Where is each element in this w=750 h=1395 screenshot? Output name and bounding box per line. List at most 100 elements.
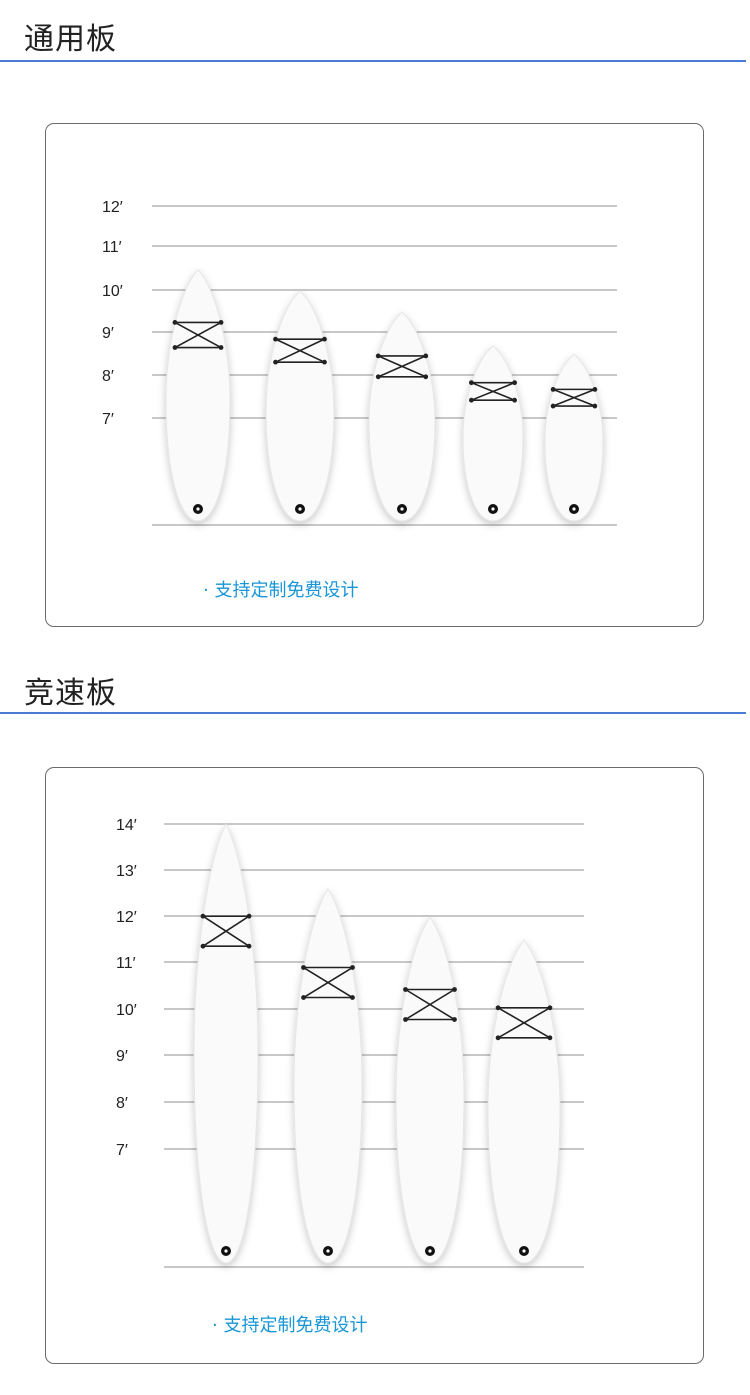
racing-board-size-chart: 14′ 13′ 12′ 11′ 10′ 9′ 8′ 7′: [116, 817, 584, 1268]
tick-label: 12′: [102, 199, 123, 216]
cross-strap: [202, 915, 250, 947]
cross-strap: [497, 1007, 551, 1039]
tick-label: 8′: [102, 368, 114, 385]
strap-anchor: [423, 374, 429, 380]
leash-plug-center: [298, 507, 302, 511]
strap-anchor: [200, 913, 206, 919]
strap-anchor: [423, 353, 429, 359]
tick-label: 7′: [102, 411, 114, 428]
leash-plug-center: [400, 507, 404, 511]
tick-label: 10′: [116, 1002, 137, 1019]
strap-anchor: [550, 403, 556, 409]
strap-anchor: [322, 336, 327, 342]
tick-label: 7′: [116, 1142, 128, 1159]
cross-strap: [471, 381, 515, 401]
general-board-panel: 12′ 11′ 10′ 9′ 8′ 7′ · 支持定制免费设计: [45, 123, 704, 627]
strap-anchor: [452, 987, 457, 992]
strap-anchor: [452, 1017, 457, 1022]
cross-strap: [275, 338, 325, 363]
general-board-size-chart: 12′ 11′ 10′ 9′ 8′ 7′: [102, 199, 617, 526]
leash-plug-center: [224, 1249, 228, 1253]
strap-anchor: [403, 1017, 408, 1022]
leash-plug-center: [326, 1249, 330, 1253]
strap-anchor: [301, 995, 306, 1000]
strap-anchor: [246, 943, 252, 949]
cross-strap: [405, 988, 455, 1021]
strap-line: [552, 388, 596, 407]
strap-anchor: [172, 345, 178, 350]
strap-line: [174, 321, 222, 349]
surfboard: [293, 888, 363, 1264]
strap-anchor: [592, 386, 598, 392]
strap-anchor: [273, 336, 278, 342]
strap-anchor: [592, 403, 598, 409]
strap-anchor: [495, 1035, 501, 1041]
leash-plug-center: [196, 507, 200, 511]
strap-anchor: [512, 380, 517, 386]
strap-anchor: [350, 995, 355, 1000]
leash-plug-center: [522, 1249, 526, 1253]
tick-label: 11′: [116, 955, 136, 972]
racing-board-panel: 14′ 13′ 12′ 11′ 10′ 9′ 8′ 7′ · 支持定制免费设计: [45, 767, 704, 1364]
cross-strap: [174, 321, 222, 349]
strap-anchor: [512, 397, 517, 403]
tick-label: 11′: [102, 239, 122, 256]
strap-line: [405, 988, 455, 1021]
strap-line: [202, 915, 250, 947]
custom-design-note: · 支持定制免费设计: [212, 1315, 368, 1336]
tick-label: 13′: [116, 863, 137, 880]
tick-label: 9′: [116, 1048, 128, 1065]
strap-line: [497, 1007, 551, 1039]
surfboard: [395, 915, 465, 1264]
strap-anchor: [469, 380, 474, 386]
strap-anchor: [350, 965, 355, 970]
cross-strap: [552, 388, 596, 407]
cross-strap: [377, 355, 427, 378]
surfboard: [462, 345, 524, 522]
strap-anchor: [273, 359, 278, 365]
board-body: [395, 915, 465, 1264]
section-divider: [0, 712, 746, 714]
strap-anchor: [375, 353, 381, 359]
tick-label: 14′: [116, 817, 137, 834]
cross-strap: [303, 966, 353, 999]
leash-plug-center: [491, 507, 495, 511]
strap-anchor: [550, 386, 556, 392]
surfboard: [487, 939, 561, 1264]
strap-anchor: [246, 913, 252, 919]
board-body: [293, 888, 363, 1264]
board-body: [165, 268, 231, 522]
board-body: [193, 822, 259, 1264]
surfboard: [193, 822, 259, 1264]
tick-label: 8′: [116, 1095, 128, 1112]
strap-anchor: [375, 374, 381, 380]
strap-anchor: [469, 397, 474, 403]
tick-label: 10′: [102, 283, 123, 300]
surfboard: [165, 268, 231, 522]
strap-anchor: [301, 965, 306, 970]
leash-plug-center: [428, 1249, 432, 1253]
strap-line: [275, 338, 325, 363]
strap-anchor: [322, 359, 327, 365]
tick-label: 9′: [102, 325, 114, 342]
board-body: [462, 345, 524, 522]
strap-anchor: [547, 1035, 553, 1041]
strap-anchor: [218, 319, 224, 325]
surfboard: [368, 311, 436, 522]
section-title-racing: 竞速板: [24, 676, 117, 711]
board-body: [368, 311, 436, 522]
strap-anchor: [172, 319, 178, 325]
strap-anchor: [200, 943, 206, 949]
strap-line: [377, 355, 427, 378]
surfboard: [544, 353, 604, 522]
strap-anchor: [403, 987, 408, 992]
custom-design-note: · 支持定制免费设计: [203, 580, 359, 601]
strap-anchor: [495, 1005, 501, 1011]
tick-label: 12′: [116, 909, 137, 926]
strap-line: [471, 381, 515, 401]
strap-anchor: [547, 1005, 553, 1011]
board-body: [544, 353, 604, 522]
strap-anchor: [218, 345, 224, 350]
leash-plug-center: [572, 507, 576, 511]
section-divider: [0, 60, 746, 62]
